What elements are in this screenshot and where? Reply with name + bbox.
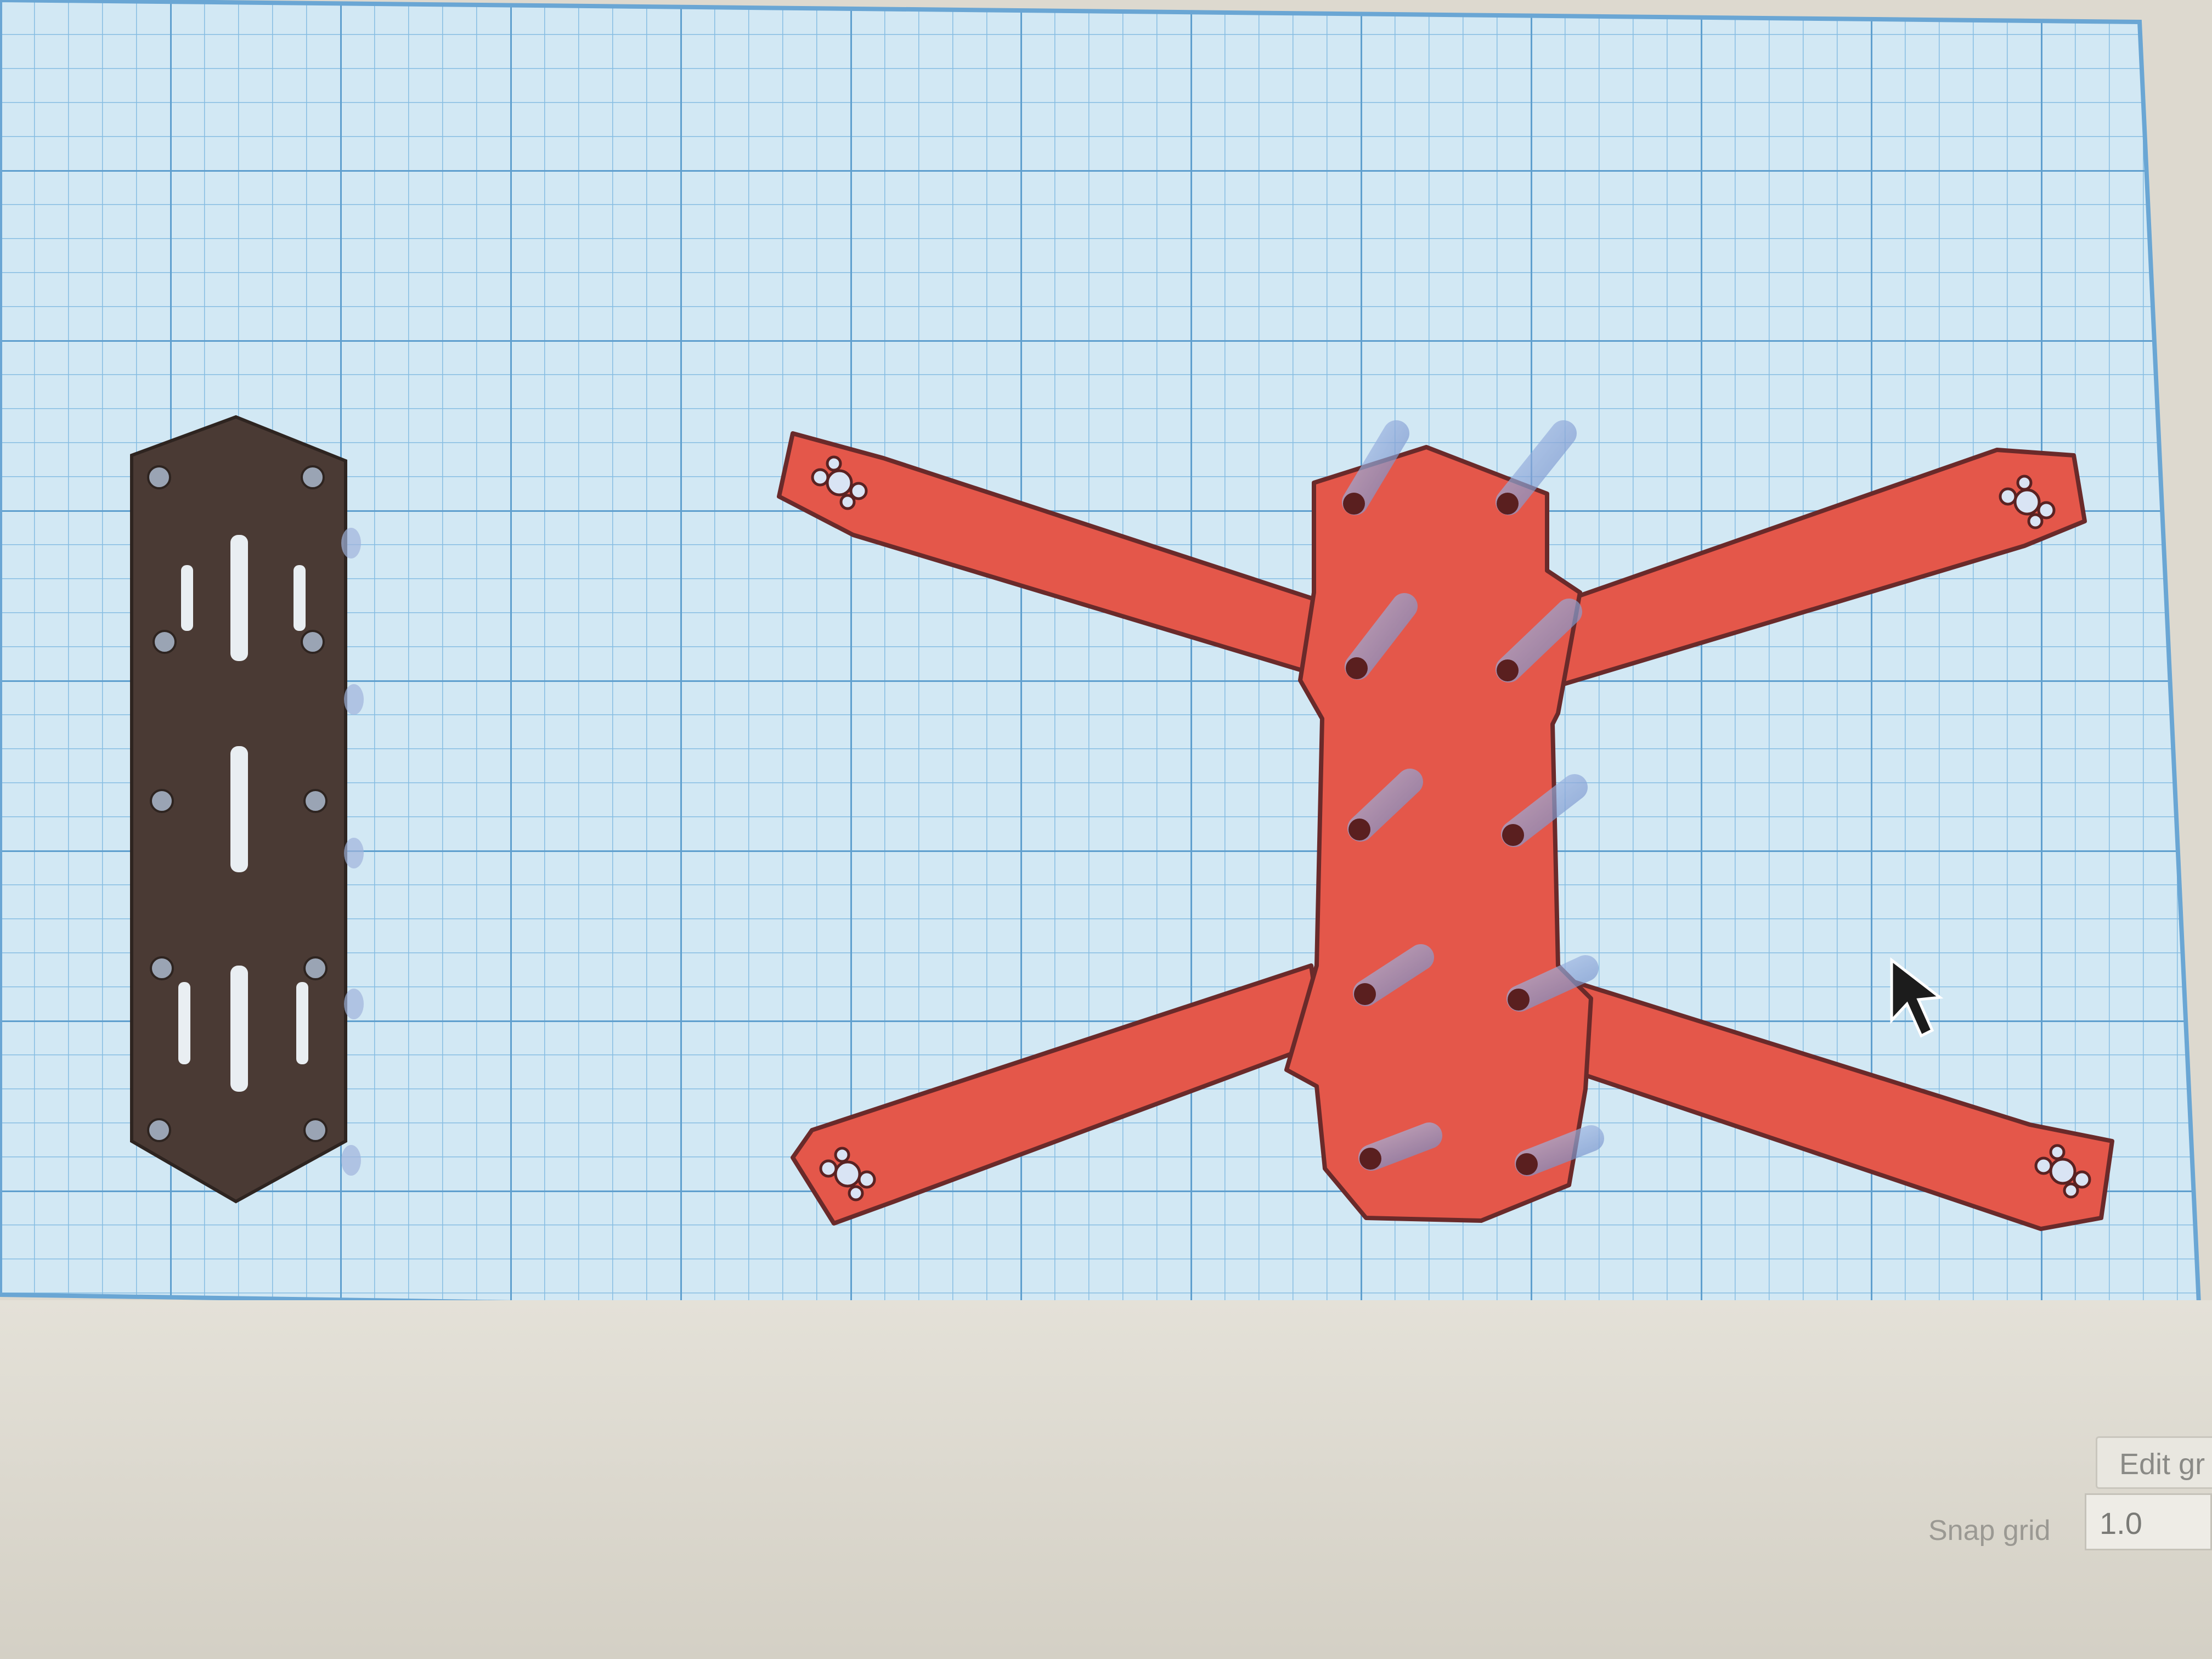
mouse-cursor-icon bbox=[1890, 957, 1944, 1038]
quad-frame[interactable] bbox=[777, 420, 2114, 1231]
plate-side-standoffs bbox=[341, 528, 364, 1176]
motor-mount-holes bbox=[811, 455, 2091, 1201]
frame-body bbox=[1284, 445, 1593, 1223]
snap-grid-label: Snap grid bbox=[1928, 1515, 2051, 1547]
bottom-toolbar bbox=[0, 1300, 2212, 1659]
grid-plane bbox=[0, 0, 2203, 1330]
plate-holes bbox=[147, 465, 328, 1142]
plate-slots bbox=[178, 535, 308, 1092]
top-plate[interactable] bbox=[130, 415, 364, 1204]
frame-standoffs bbox=[1342, 420, 1604, 1176]
edit-grid-button[interactable]: Edit gr bbox=[2096, 1436, 2212, 1489]
snap-grid-select[interactable]: 1.0 bbox=[2085, 1493, 2212, 1550]
